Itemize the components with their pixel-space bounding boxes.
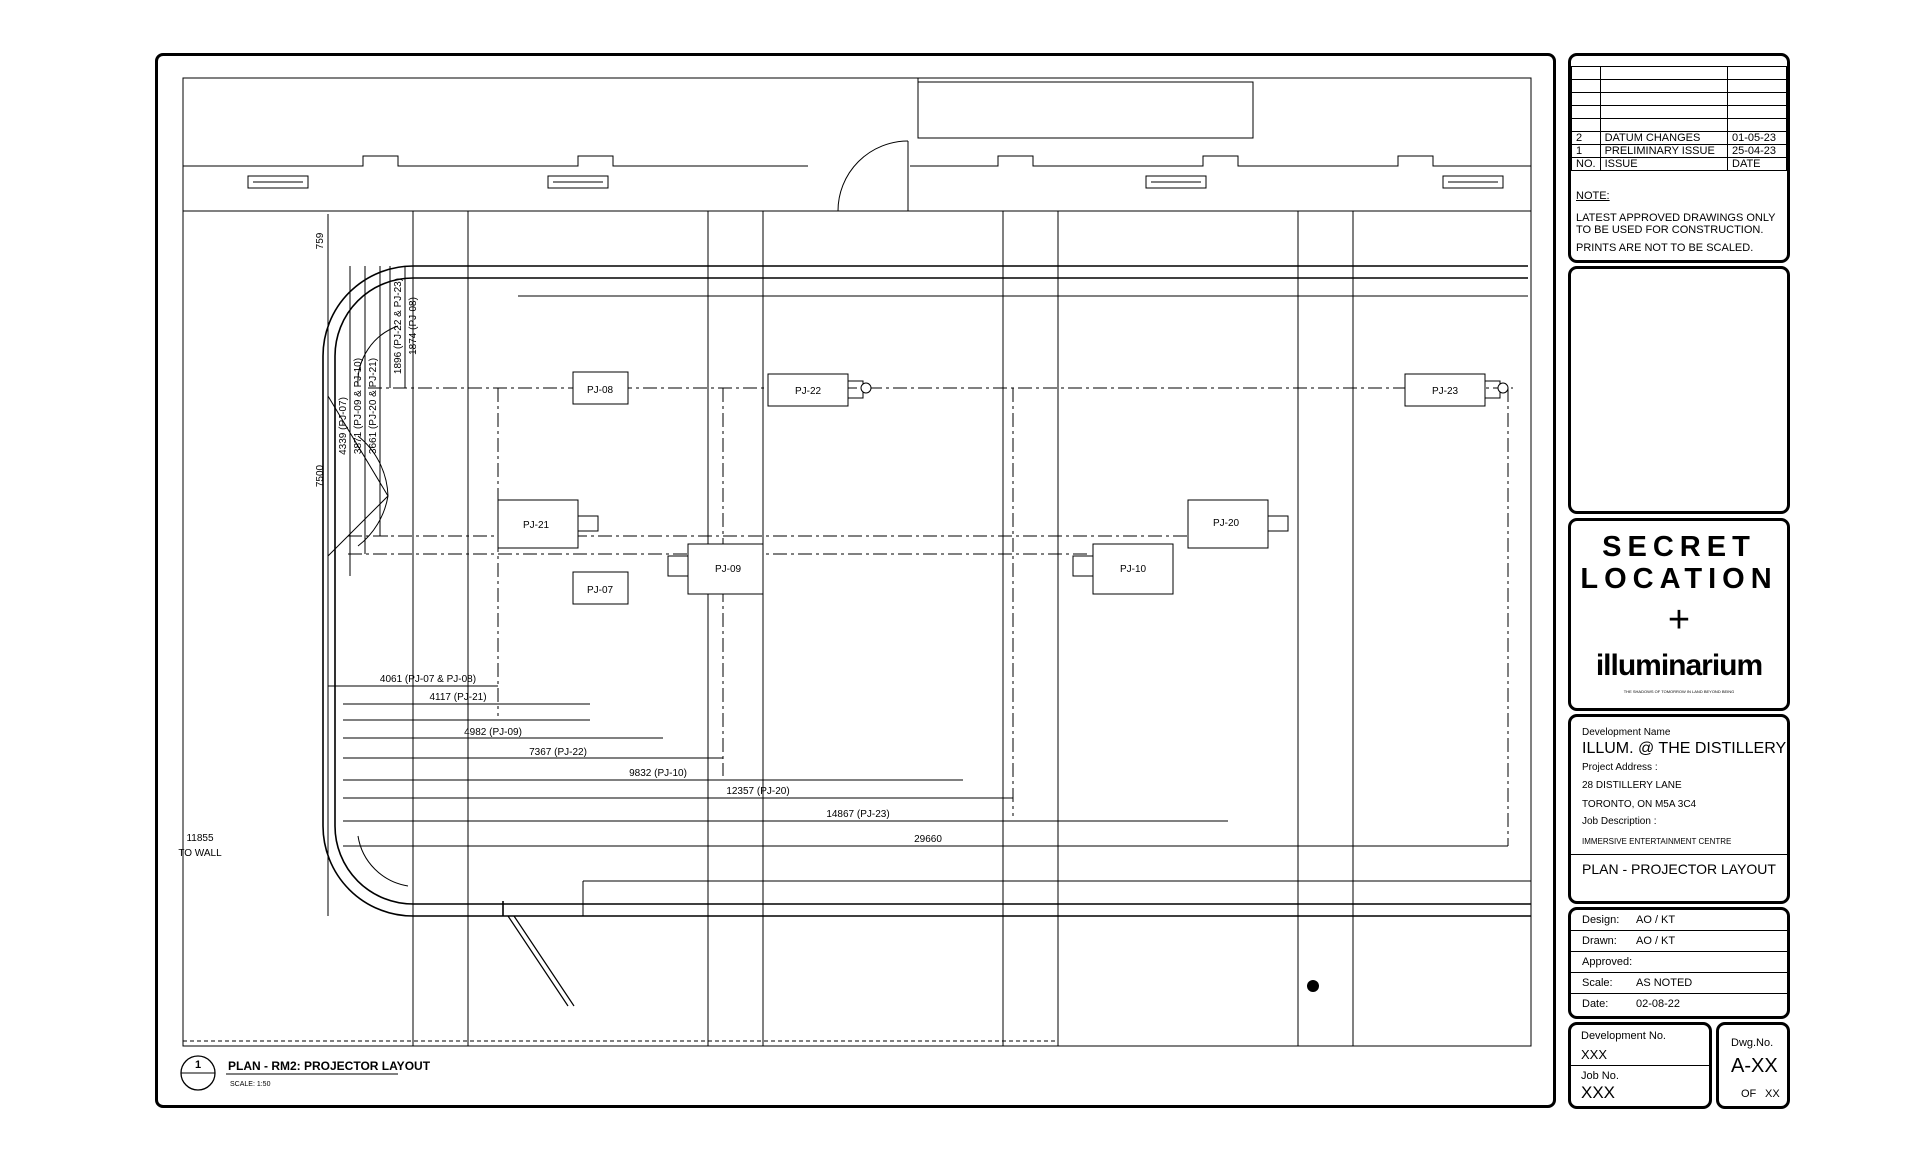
floor-plan: 759 7500 4339 (PJ-07) 3871 (PJ-09 & PJ-1… (178, 77, 1532, 1091)
plan-title-number: 1 (195, 1059, 201, 1071)
sheet-title: PLAN - PROJECTOR LAYOUT (1582, 861, 1776, 877)
svg-text:PJ-23: PJ-23 (1432, 386, 1459, 397)
projector-pj-20[interactable]: PJ-20 (1187, 499, 1289, 549)
projector-pj-22[interactable]: PJ-22 (767, 373, 872, 407)
logo-illuminarium: illuminarium (1595, 649, 1763, 682)
projectors: PJ-08 PJ-22 PJ-23 PJ-21 (497, 371, 1509, 605)
dim-1874: 1874 (PJ-08) (408, 297, 419, 355)
dev-no-label: Development No. (1581, 1030, 1666, 1042)
plan-title-scale: SCALE: 1:50 (230, 1081, 271, 1088)
dev-number-block: Development No. XXX Job No. XXX (1568, 1022, 1712, 1109)
of-value: XX (1765, 1088, 1780, 1100)
dim-3661: 3661 (PJ-20 & PJ-21) (368, 358, 379, 454)
dev-no: XXX (1581, 1047, 1608, 1062)
plan-title-block: 1 PLAN - RM2: PROJECTOR LAYOUT SCALE: 1:… (180, 1055, 431, 1091)
job-no: XXX (1581, 1083, 1616, 1102)
dwg-no: A-XX (1731, 1055, 1778, 1077)
room-outline (322, 265, 1531, 1007)
svg-text:PJ-22: PJ-22 (795, 386, 822, 397)
svg-text:PJ-20: PJ-20 (1213, 518, 1240, 529)
credit-row-approved: Approved: (1571, 952, 1787, 973)
note-line-3: PRINTS ARE NOT TO BE SCALED. (1576, 242, 1754, 254)
dim-3871: 3871 (PJ-09 & PJ-10) (353, 358, 364, 454)
credit-row-design: Design:AO / KT (1571, 910, 1787, 931)
dim-4117: 4117 (PJ-21) (429, 692, 486, 703)
dwg-number-block: Dwg.No. A-XX OF XX (1716, 1022, 1790, 1109)
job-no-label: Job No. (1581, 1070, 1619, 1082)
dim-12357: 12357 (PJ-20) (726, 786, 789, 797)
dim-14867: 14867 (PJ-23) (826, 809, 889, 820)
marker-dot (1307, 980, 1319, 992)
logo-tagline: THE SHADOWS OF TOMORROW IN LAND BEYOND B… (1623, 689, 1735, 694)
projector-centerlines (348, 387, 1513, 846)
logo-location: LOCATION (1580, 563, 1778, 595)
projector-pj-08[interactable]: PJ-08 (572, 371, 629, 405)
job-desc-label: Job Description : (1582, 816, 1657, 827)
dwg-no-label: Dwg.No. (1731, 1037, 1774, 1049)
logo-block: SECRET LOCATION + illuminarium THE SHADO… (1568, 518, 1790, 711)
dim-4982: 4982 (PJ-09) (464, 727, 522, 738)
dim-7367: 7367 (PJ-22) (529, 747, 587, 758)
svg-text:PJ-21: PJ-21 (523, 520, 550, 531)
blank-block (1568, 266, 1790, 514)
dev-name-label: Development Name (1582, 727, 1671, 738)
credit-row-scale: Scale:AS NOTED (1571, 973, 1787, 994)
development-block: Development Name ILLUM. @ THE DISTILLERY… (1568, 714, 1790, 904)
dev-name: ILLUM. @ THE DISTILLERY (1582, 740, 1787, 757)
projector-pj-07[interactable]: PJ-07 (572, 571, 629, 605)
dim-to-wall-value: 11855 (186, 833, 214, 844)
logo-plus: + (1667, 599, 1691, 641)
dim-7500: 7500 (315, 464, 326, 487)
address-label: Project Address : (1582, 762, 1658, 773)
svg-text:PJ-09: PJ-09 (715, 564, 742, 575)
horizontal-dimensions (328, 685, 1508, 847)
svg-text:PJ-10: PJ-10 (1120, 564, 1147, 575)
drawing-frame: 759 7500 4339 (PJ-07) 3871 (PJ-09 & PJ-1… (155, 53, 1556, 1108)
projector-pj-10[interactable]: PJ-10 (1072, 543, 1174, 595)
address-line-1: 28 DISTILLERY LANE (1582, 780, 1682, 791)
note-line-1: LATEST APPROVED DRAWINGS ONLY (1576, 212, 1776, 224)
north-wall (183, 78, 1531, 212)
dim-4061: 4061 (PJ-07 & PJ-08) (380, 674, 476, 685)
plan-viewport (182, 77, 1532, 1047)
logo-secret: SECRET (1602, 531, 1756, 563)
note-label: NOTE: (1576, 190, 1610, 202)
projector-pj-23[interactable]: PJ-23 (1404, 373, 1509, 407)
number-divider (1571, 1065, 1709, 1066)
dim-9832: 9832 (PJ-10) (629, 768, 687, 779)
job-desc: IMMERSIVE ENTERTAINMENT CENTRE (1582, 837, 1732, 846)
dev-divider (1571, 854, 1787, 855)
plan-title-text: PLAN - RM2: PROJECTOR LAYOUT (228, 1059, 431, 1073)
credit-row-date: Date:02-08-22 (1582, 998, 1681, 1010)
address-line-2: TORONTO, ON M5A 3C4 (1582, 799, 1697, 810)
svg-text:PJ-08: PJ-08 (587, 385, 614, 396)
projector-pj-21[interactable]: PJ-21 (497, 499, 599, 549)
vertical-dimensions (327, 214, 414, 916)
credits-block: Design:AO / KT Drawn:AO / KT Approved: S… (1568, 907, 1790, 1019)
dim-4339: 4339 (PJ-07) (338, 397, 349, 455)
column-grid (412, 211, 1354, 1046)
dim-to-wall-label: TO WALL (178, 848, 222, 859)
svg-text:PJ-07: PJ-07 (587, 585, 614, 596)
of-label: OF (1741, 1088, 1757, 1100)
note-line-2: TO BE USED FOR CONSTRUCTION. (1576, 224, 1764, 236)
dim-1896: 1896 (PJ-22 & PJ-23) (393, 278, 404, 374)
credit-row-drawn: Drawn:AO / KT (1571, 931, 1787, 952)
dim-759: 759 (315, 232, 326, 249)
projector-pj-09[interactable]: PJ-09 (667, 543, 764, 595)
dim-29660: 29660 (914, 834, 942, 845)
